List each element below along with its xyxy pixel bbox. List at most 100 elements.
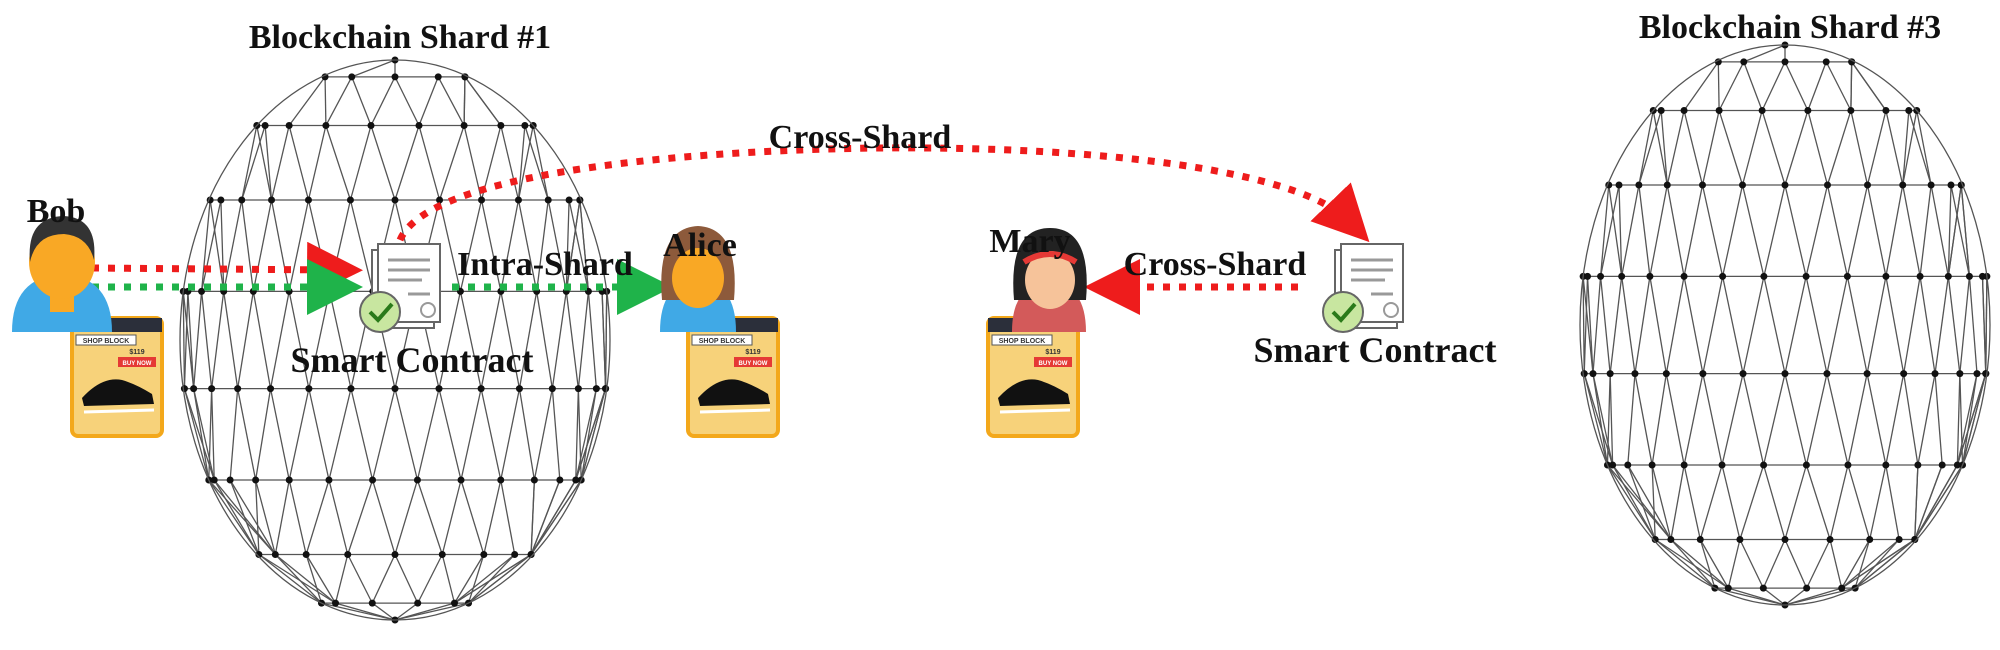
mesh-edge [288,291,310,389]
mesh-node [347,385,355,393]
mesh-node [391,550,399,558]
mesh-edge [1807,110,1829,186]
mesh-node [515,385,523,393]
mesh-node [438,550,446,558]
mesh-node [1781,535,1789,543]
mesh-node [391,73,399,81]
mesh-edge [288,479,307,555]
mesh-node [255,550,263,558]
mesh-edge [480,291,502,389]
mesh-edge [1784,539,1808,589]
mesh-node [1736,535,1744,543]
mesh-edge [1721,276,1744,374]
mesh-node [367,122,375,130]
mesh-edge [334,554,349,604]
mesh-edge [1583,276,1589,374]
mesh-edge [1638,110,1662,186]
mesh-edge [1981,276,1987,374]
mesh-edge [536,199,549,292]
mesh-edge [252,291,272,389]
mesh-edge [1841,538,1900,589]
alice-avatar-icon [660,226,736,332]
mesh-edge [1743,61,1763,111]
mesh-node [305,385,313,393]
mesh-node [1624,461,1632,469]
mesh-node [514,196,522,204]
mesh-edge [1805,276,1828,374]
mesh-edge [305,479,330,555]
mesh-edge [1717,61,1720,111]
mesh-edge [454,553,516,604]
mesh-edge [1606,373,1611,466]
mesh-edge [601,291,607,389]
mesh-node [1760,461,1768,469]
mesh-edge [1866,184,1887,277]
mesh-node [1938,461,1946,469]
mesh-edge [580,388,607,481]
mesh-node [1802,461,1810,469]
mesh-edge [183,291,189,389]
mesh-edge [1960,184,1971,277]
mesh-edge [349,125,372,201]
mesh-edge [394,479,419,555]
mesh-node [302,550,310,558]
mesh-edge [220,199,225,292]
mesh-node [332,599,340,607]
mesh-edge [270,125,290,201]
mesh-node [1718,461,1726,469]
mesh-node [1680,461,1688,469]
mesh-node [1911,535,1919,543]
mesh-edge [328,388,352,481]
mesh-edge [1885,373,1905,466]
mesh-edge [530,479,582,555]
mesh-edge [1916,110,1932,186]
mesh-edge [568,199,590,292]
mesh-node [1781,181,1789,189]
mesh-edge [269,388,290,481]
mesh-edge [1592,276,1602,374]
mesh-edge [200,199,222,292]
mesh-edge [1583,373,1609,466]
mesh-edge [1627,464,1672,540]
mesh-edge [274,554,322,604]
mesh-edge [1826,110,1852,186]
mesh-edge [269,291,290,389]
mesh-edge [1761,61,1786,111]
mesh-edge [325,125,352,201]
mesh-edge [441,554,456,604]
smart-contract-document-icon [1321,242,1405,334]
mesh-edge [1665,373,1685,466]
mesh-edge [325,76,353,126]
mesh-edge [565,199,581,292]
mesh-node [1804,107,1812,115]
mesh-edge [500,125,520,201]
mesh-edge [200,291,213,389]
phone-shop-name: SHOP BLOCK [699,338,746,345]
mesh-node [1914,461,1922,469]
mesh-edge [1902,184,1921,277]
mesh-edge [349,199,374,292]
mesh-edge [288,76,326,126]
mesh-node [208,385,216,393]
mesh-edge [1742,276,1765,374]
mesh-node [1863,370,1871,378]
mesh-edge [1784,184,1807,277]
mesh-node [497,122,505,130]
mesh-edge [416,388,440,481]
mesh-edge [208,479,260,555]
mesh-node [1927,181,1935,189]
mesh-edge [1806,539,1831,589]
mesh-edge [1903,373,1919,466]
mesh-edge [1805,373,1828,466]
mesh-node [1843,272,1851,280]
mesh-edge [1582,276,1594,374]
mesh-edge [587,291,598,389]
mesh-node [1882,107,1890,115]
mesh-node [602,385,610,393]
mesh-edge [192,388,210,481]
mesh-node [497,476,505,484]
mesh-edge [1784,110,1809,186]
mesh-edge [1930,184,1949,277]
mesh-edge [351,76,372,126]
sphere-outline [179,59,611,621]
